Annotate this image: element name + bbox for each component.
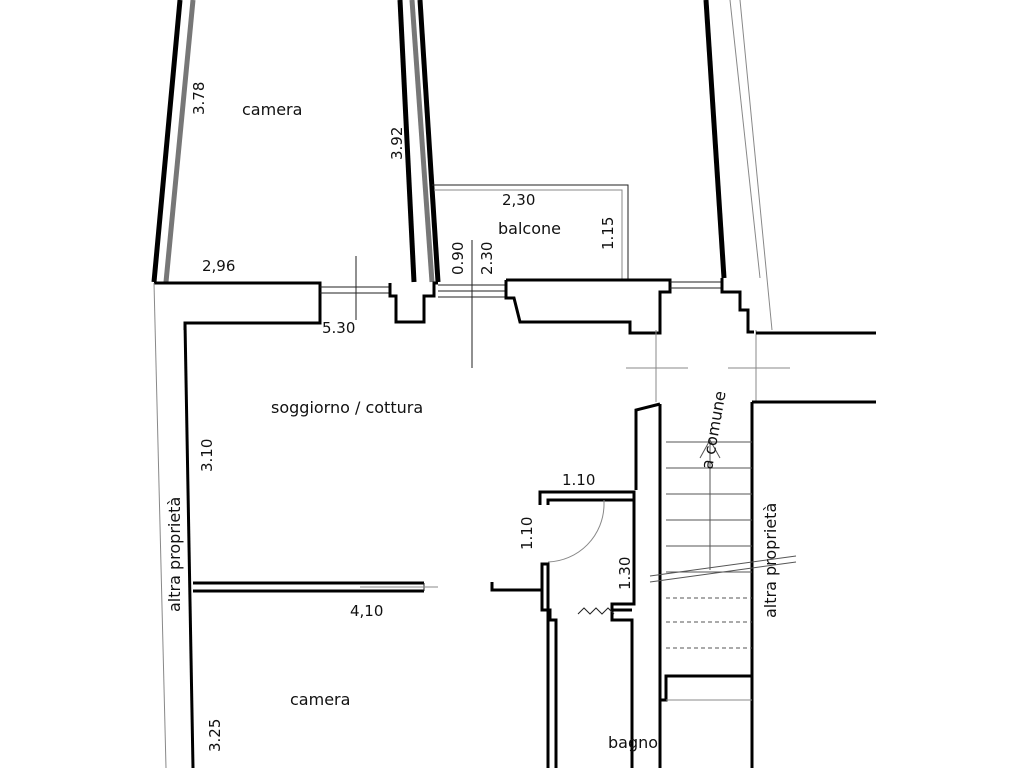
wall-segment-right [504, 278, 672, 335]
dim-balcone-depth: 1.15 [599, 217, 617, 250]
bagno-left-wall [540, 590, 558, 768]
room-label-camera-bottom: camera [290, 690, 350, 709]
right-top-boundary-2 [739, 0, 773, 331]
stair-cut-line1 [649, 555, 797, 577]
dim-door-230: 2.30 [478, 242, 496, 275]
axis-marks [355, 240, 790, 402]
corridor-right-wall [610, 500, 636, 612]
corridor-door-top [538, 490, 636, 505]
room-label-balcone: balcone [498, 219, 561, 238]
dim-balcone-width: 2,30 [502, 191, 535, 209]
wall-segment-stair-right [720, 278, 754, 334]
dim-door-090: 0.90 [449, 242, 467, 275]
camera-top-left-wall-outer [151, 0, 183, 283]
dim-camera-top-right: 3.92 [388, 127, 406, 160]
dim-corridor-110-v: 1.10 [518, 517, 536, 550]
bagno-right-wall-outer [610, 610, 634, 768]
label-a-comune: a comune [697, 389, 729, 470]
dim-corridor-130: 1.30 [616, 557, 634, 590]
soggiorno-left-wall [183, 322, 195, 768]
camera-top-right-wall-grey [409, 0, 435, 283]
room-label-soggiorno: soggiorno / cottura [271, 398, 423, 417]
label-altra-proprieta-left: altra proprietà [165, 497, 184, 612]
corridor-walls [490, 490, 662, 768]
door-swing-arc [547, 504, 605, 563]
altra-proprieta-boundary-left [153, 282, 167, 768]
right-top-wall [703, 0, 727, 279]
dim-camera-top-width: 2,96 [202, 257, 235, 275]
balcone-outline [432, 184, 629, 280]
stair-arrow [699, 438, 721, 459]
right-top-walls [703, 0, 773, 331]
room-label-camera-top: camera [242, 100, 302, 119]
camera-top-left-wall [163, 0, 196, 283]
dim-soggiorno-width: 5.30 [322, 319, 355, 337]
room-label-bagno: bagno [608, 733, 658, 752]
label-altra-proprieta-right: altra proprietà [761, 503, 780, 618]
dim-camera-bottom-width: 4,10 [350, 602, 383, 620]
stair-cut-line2 [649, 561, 797, 583]
dim-camera-bottom-left: 3.25 [206, 719, 224, 752]
dim-camera-top-left: 3.78 [190, 82, 208, 115]
camera-top-walls [151, 0, 441, 283]
camera-top-right-wall-outer [417, 0, 441, 283]
balcone-rail-inner [434, 189, 623, 280]
right-corridor-walls [750, 331, 876, 768]
right-top-boundary [729, 0, 761, 279]
soggiorno-top-wall [153, 278, 754, 768]
balcone-rail [432, 184, 629, 280]
camera-bottom-top-wall [193, 581, 438, 593]
dim-corridor-110-h: 1.10 [562, 471, 595, 489]
stair-left-wall-top [634, 402, 661, 490]
corridor-left-wall [490, 562, 550, 768]
bagno-vent-symbol [577, 607, 615, 615]
stair-block [634, 402, 797, 702]
dim-soggiorno-left: 3.10 [198, 439, 216, 472]
pillar [388, 281, 438, 324]
camera-top-right-wall [397, 0, 417, 283]
wall-segment-left [154, 281, 322, 330]
